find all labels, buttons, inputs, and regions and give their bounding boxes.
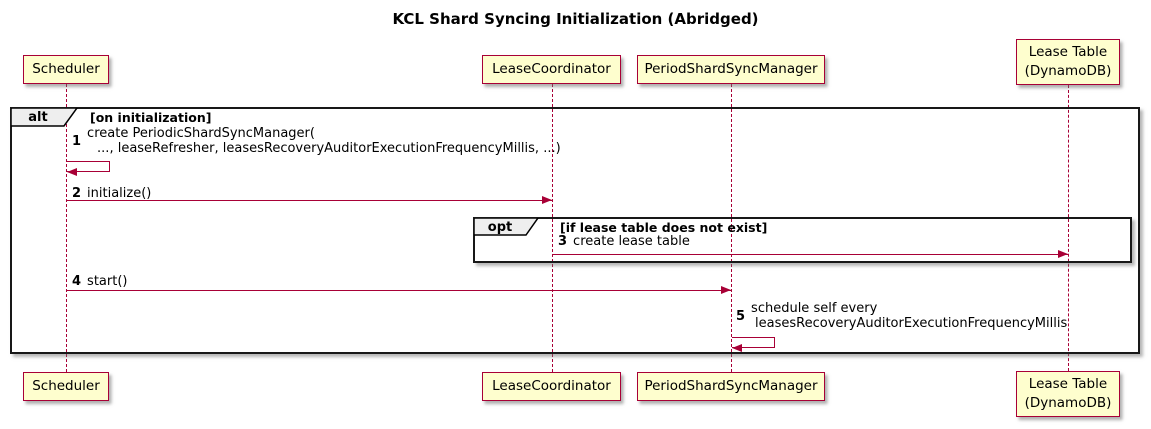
participant-periodshardsyncmanager-bottom: PeriodShardSyncManager bbox=[637, 372, 825, 401]
message-5-self-arrow bbox=[732, 337, 775, 348]
message-1-self-arrow bbox=[67, 161, 110, 172]
participant-label: PeriodShardSyncManager bbox=[644, 61, 818, 78]
diagram-title: KCL Shard Syncing Initialization (Abridg… bbox=[392, 10, 759, 28]
message-text-line1: schedule self every bbox=[751, 301, 878, 316]
message-5-label: 5 schedule self every leasesRecoveryAudi… bbox=[736, 301, 1067, 331]
opt-frame-condition: [if lease table does not exist] bbox=[560, 220, 768, 235]
participant-scheduler-bottom: Scheduler bbox=[23, 372, 109, 401]
message-number: 4 bbox=[72, 274, 82, 289]
alt-frame-label-shape bbox=[11, 108, 78, 127]
opt-frame bbox=[473, 217, 1132, 263]
message-text-line2: leasesRecoveryAuditorExecutionFrequencyM… bbox=[755, 316, 1068, 331]
message-4-label: 4 start() bbox=[72, 274, 127, 289]
lifeline-leasecoordinator bbox=[552, 84, 553, 372]
message-number: 3 bbox=[558, 234, 568, 249]
alt-frame-keyword: alt bbox=[28, 110, 48, 125]
participant-label: LeaseCoordinator bbox=[492, 378, 611, 395]
participant-periodshardsyncmanager-top: PeriodShardSyncManager bbox=[637, 55, 825, 84]
message-3-arrow bbox=[552, 254, 1068, 255]
lifeline-leasetable bbox=[1068, 85, 1069, 371]
message-3-arrowhead bbox=[1058, 250, 1068, 258]
message-text-line1: create PeriodicShardSyncManager( bbox=[87, 126, 315, 141]
participant-leasecoordinator-bottom: LeaseCoordinator bbox=[482, 372, 621, 401]
lifeline-periodshardsyncmanager bbox=[731, 84, 732, 372]
alt-frame-condition: [on initialization] bbox=[90, 110, 212, 125]
message-text: start() bbox=[87, 274, 128, 289]
participant-label: Lease Table (DynamoDB) bbox=[1024, 44, 1112, 79]
alt-frame bbox=[10, 107, 1140, 354]
participant-label: Scheduler bbox=[32, 378, 100, 395]
participant-leasecoordinator-top: LeaseCoordinator bbox=[482, 55, 621, 84]
message-4-arrow bbox=[67, 290, 731, 291]
message-number: 2 bbox=[72, 186, 82, 201]
message-number: 5 bbox=[736, 308, 746, 324]
participant-label: Lease Table (DynamoDB) bbox=[1024, 376, 1112, 411]
message-text: create lease table bbox=[573, 234, 690, 249]
message-text-line2: ..., leaseRefresher, leasesRecoveryAudit… bbox=[97, 141, 561, 156]
message-number: 1 bbox=[72, 133, 82, 149]
participant-label: LeaseCoordinator bbox=[492, 61, 611, 78]
participant-label: Scheduler bbox=[32, 61, 100, 78]
opt-frame-keyword: opt bbox=[487, 220, 513, 235]
opt-frame-label-shape bbox=[474, 218, 539, 236]
lifeline-scheduler bbox=[66, 84, 67, 372]
message-2-label: 2 initialize() bbox=[72, 186, 151, 201]
participant-label: PeriodShardSyncManager bbox=[644, 378, 818, 395]
message-2-arrow bbox=[67, 200, 552, 201]
participant-leasetable-top: Lease Table (DynamoDB) bbox=[1016, 39, 1120, 85]
message-1-label: 1 create PeriodicShardSyncManager( ..., … bbox=[72, 126, 561, 156]
message-5-arrowhead bbox=[732, 344, 742, 352]
message-2-arrowhead bbox=[542, 196, 552, 204]
participant-scheduler-top: Scheduler bbox=[23, 55, 109, 84]
message-4-arrowhead bbox=[721, 286, 731, 294]
participant-leasetable-bottom: Lease Table (DynamoDB) bbox=[1016, 371, 1120, 417]
message-text: initialize() bbox=[87, 186, 152, 201]
message-1-arrowhead bbox=[67, 168, 77, 176]
message-3-label: 3 create lease table bbox=[558, 234, 690, 249]
